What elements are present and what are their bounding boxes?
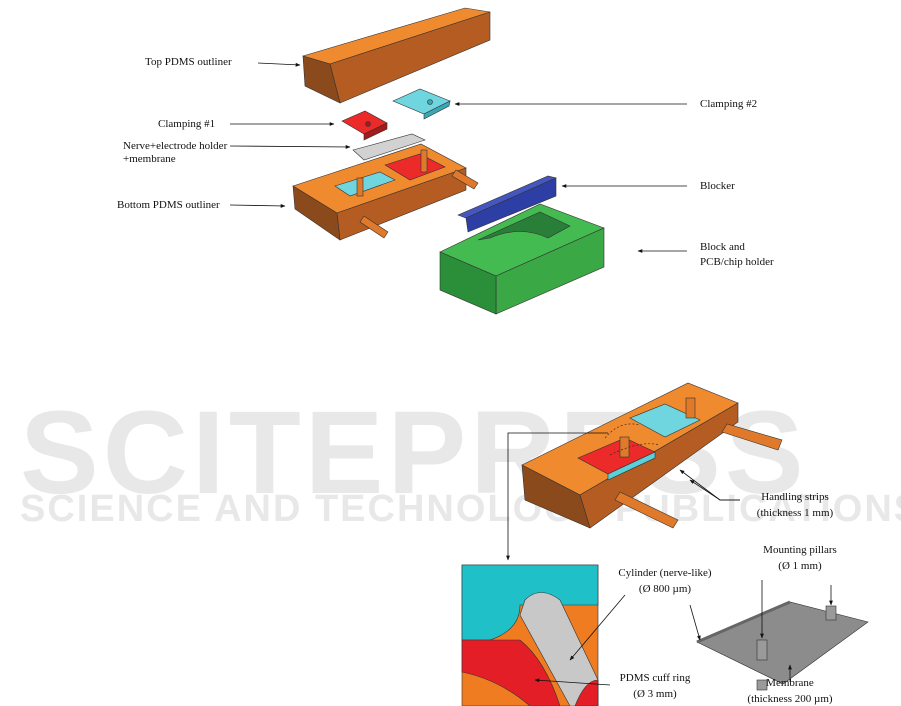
zoom-inset [461,564,599,706]
label-cuff-1: PDMS cuff ring [619,672,691,684]
label-handling-2: (thickness 1 mm) [756,507,834,519]
label-blocker: Blocker [700,180,735,192]
label-pillars-2: (Ø 1 mm) [778,560,822,572]
label-cylinder-2: (Ø 800 µm) [638,583,692,595]
leader-arrows [229,62,833,686]
label-cuff-2: (Ø 3 mm) [633,688,677,700]
bottom-pdms-outliner [292,143,479,241]
watermark-subtitle: SCIENCE AND TECHNOLOGY PUBLICATIONS [20,488,901,530]
label-handling-1: Handling strips [761,491,829,503]
clamping-2 [392,88,451,120]
membrane-part [696,600,869,691]
nerve-electrode-holder [352,133,426,161]
label-pillars-1: Mounting pillars [763,544,837,556]
label-top-pdms: Top PDMS outliner [145,56,232,68]
label-cylinder-1: Cylinder (nerve-like) [618,567,712,579]
label-clamping-1: Clamping #1 [158,118,216,130]
label-membrane-2: (thickness 200 µm) [747,693,833,705]
label-bottom-pdms: Bottom PDMS outliner [117,199,220,211]
label-block-2: PCB/chip holder [700,256,774,268]
top-pdms-outliner [301,7,491,104]
label-membrane-1: Membrane [766,677,814,689]
clamping-1 [341,110,388,141]
assembled-device [521,382,783,529]
blocker [457,175,557,233]
label-clamping-2: Clamping #2 [700,98,758,110]
label-holder-2: +membrane [123,153,176,165]
block-pcb-chip-holder [439,203,605,315]
label-block-1: Block and [700,241,745,253]
label-holder-1: Nerve+electrode holder [123,140,228,152]
